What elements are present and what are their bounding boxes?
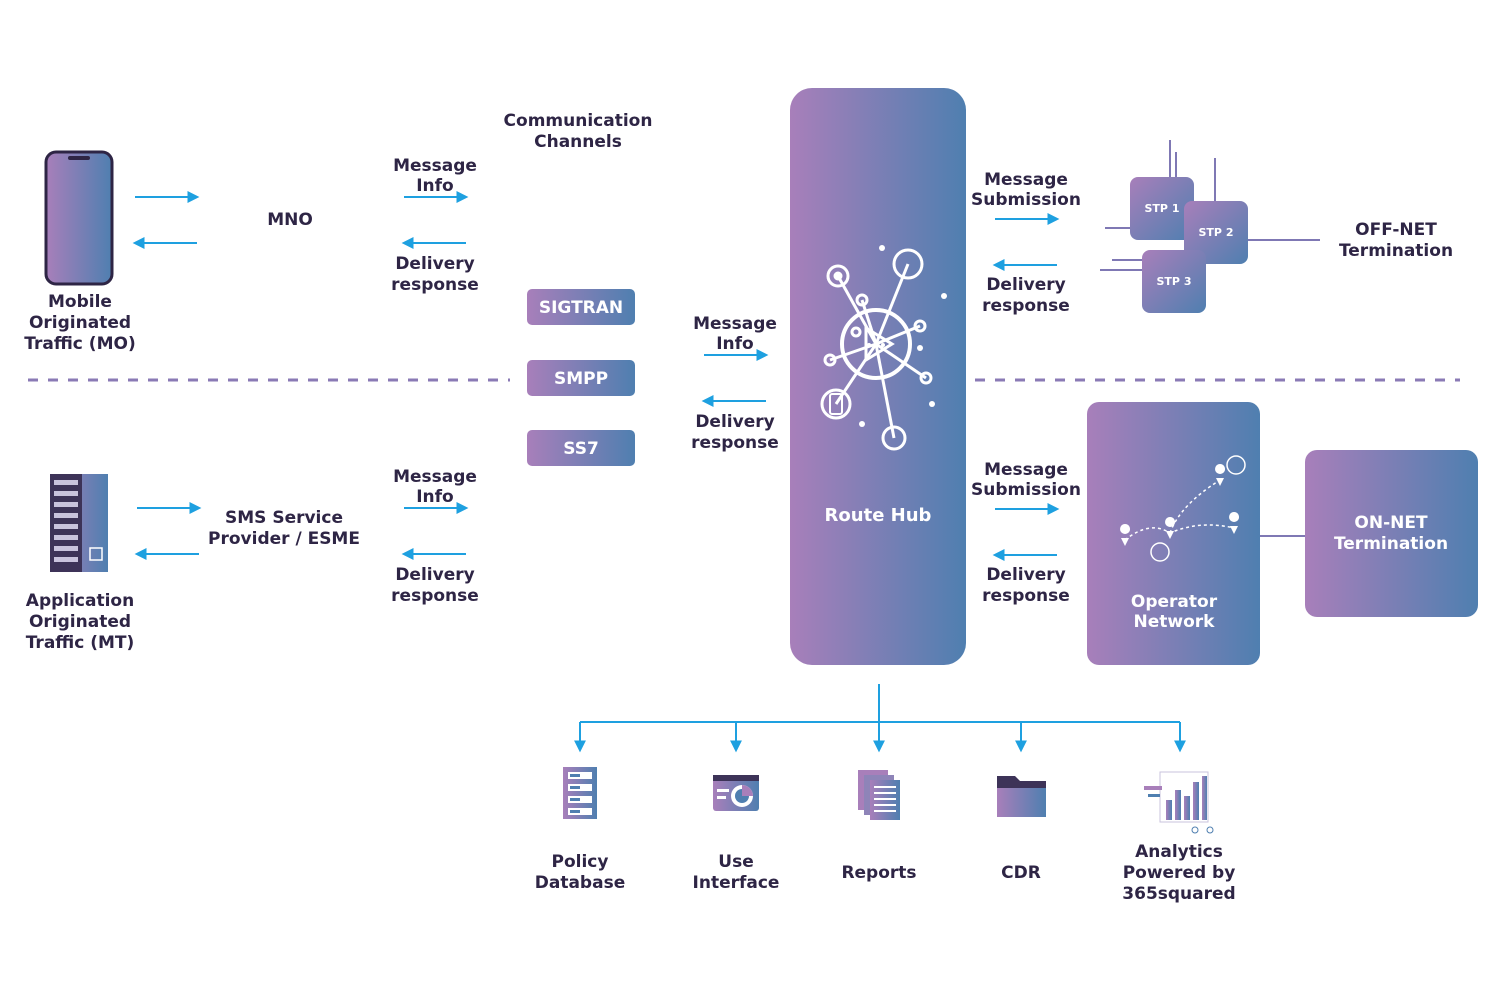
output-analytics-line2: Powered by (1123, 863, 1236, 883)
output-reports-label: Reports (841, 863, 916, 883)
mo-delivery-line1: Delivery (395, 254, 474, 274)
channel-sigtran: SIGTRAN (527, 289, 635, 325)
channel-smpp-label: SMPP (554, 369, 608, 389)
mt-label-line3: Traffic (MT) (26, 633, 135, 653)
hub-dot (917, 345, 923, 351)
hub-dot (867, 343, 871, 347)
channel-sigtran-label: SIGTRAN (539, 298, 623, 318)
output-cdr-label: CDR (1001, 863, 1041, 883)
provider-label-line1: SMS Service (225, 508, 343, 528)
offnet-msg-sub-line2: Submission (971, 190, 1081, 210)
route-hub-label: Route Hub (825, 505, 932, 526)
mt-delivery-line2: response (391, 586, 479, 606)
database-icon (563, 767, 597, 819)
hub-dot (859, 421, 865, 427)
offnet-label-line1: OFF-NET (1355, 220, 1437, 240)
stp3-node: STP 3 (1142, 250, 1206, 313)
hub-dot (881, 343, 885, 347)
onnet-msg-sub-line2: Submission (971, 480, 1081, 500)
smartphone-icon (44, 150, 114, 286)
channels-title-line1: Communication (504, 111, 653, 131)
onnet-label-line1: ON-NET (1354, 513, 1428, 533)
onnet-termination-box (1305, 450, 1478, 617)
mt-msg-info-line1: Message (393, 467, 477, 487)
hub-msg-info-line1: Message (693, 314, 777, 334)
hub-delivery-line2: response (691, 433, 779, 453)
mt-msg-info-line2: Info (416, 487, 454, 507)
stp1-node: STP 1 (1130, 177, 1194, 240)
output-tree (574, 684, 1186, 753)
stp2-node: STP 2 (1184, 201, 1248, 264)
mo-msg-info-line1: Message (393, 156, 477, 176)
mo-msg-info-line2: Info (416, 176, 454, 196)
hub-dot (874, 343, 878, 347)
hub-dot (941, 293, 947, 299)
output-interface-line1: Use (718, 852, 753, 872)
hub-delivery-line1: Delivery (695, 412, 774, 432)
stp2-label: STP 2 (1199, 226, 1234, 239)
mo-delivery-line2: response (391, 275, 479, 295)
channel-ss7: SS7 (527, 430, 635, 466)
channel-ss7-label: SS7 (563, 439, 599, 459)
onnet-delivery-line2: response (982, 586, 1070, 606)
hub-msg-info-line2: Info (716, 334, 754, 354)
network-hub-icon (820, 248, 933, 451)
server-rack-icon (50, 474, 108, 572)
stp1-label: STP 1 (1145, 202, 1180, 215)
mt-delivery-line1: Delivery (395, 565, 474, 585)
output-analytics-line3: 365squared (1122, 884, 1235, 904)
stp3-label: STP 3 (1157, 275, 1192, 288)
channels-title-line2: Channels (534, 132, 622, 152)
mt-label-line1: Application (26, 591, 134, 611)
channel-smpp: SMPP (527, 360, 635, 396)
output-analytics-line1: Analytics (1135, 842, 1223, 862)
provider-label-line2: Provider / ESME (208, 529, 360, 549)
hub-dot (879, 245, 885, 251)
onnet-label-line2: Termination (1334, 534, 1448, 554)
mt-label-line2: Originated (29, 612, 131, 632)
offnet-label-line2: Termination (1339, 241, 1453, 261)
onnet-delivery-line1: Delivery (986, 565, 1065, 585)
offnet-msg-sub-line1: Message (984, 170, 1068, 190)
onnet-msg-sub-line1: Message (984, 460, 1068, 480)
output-policy-line2: Database (535, 873, 625, 893)
user-interface-icon (713, 775, 759, 811)
mo-label-line3: Traffic (MO) (24, 334, 135, 354)
map-route-icon (1120, 455, 1246, 562)
offnet-delivery-line1: Delivery (986, 275, 1065, 295)
mo-label-line2: Originated (29, 313, 131, 333)
mno-label: MNO (267, 210, 313, 230)
output-interface-line2: Interface (693, 873, 780, 893)
folder-icon (997, 776, 1046, 817)
operator-network-line1: Operator (1131, 592, 1218, 612)
operator-network-line2: Network (1134, 612, 1216, 632)
offnet-delivery-line2: response (982, 296, 1070, 316)
reports-icon (858, 770, 900, 820)
output-policy-line1: Policy (552, 852, 609, 872)
stp-lines (1100, 140, 1320, 271)
hub-dot (929, 401, 935, 407)
mo-label-line1: Mobile (48, 292, 112, 312)
analytics-icon (1144, 771, 1214, 834)
